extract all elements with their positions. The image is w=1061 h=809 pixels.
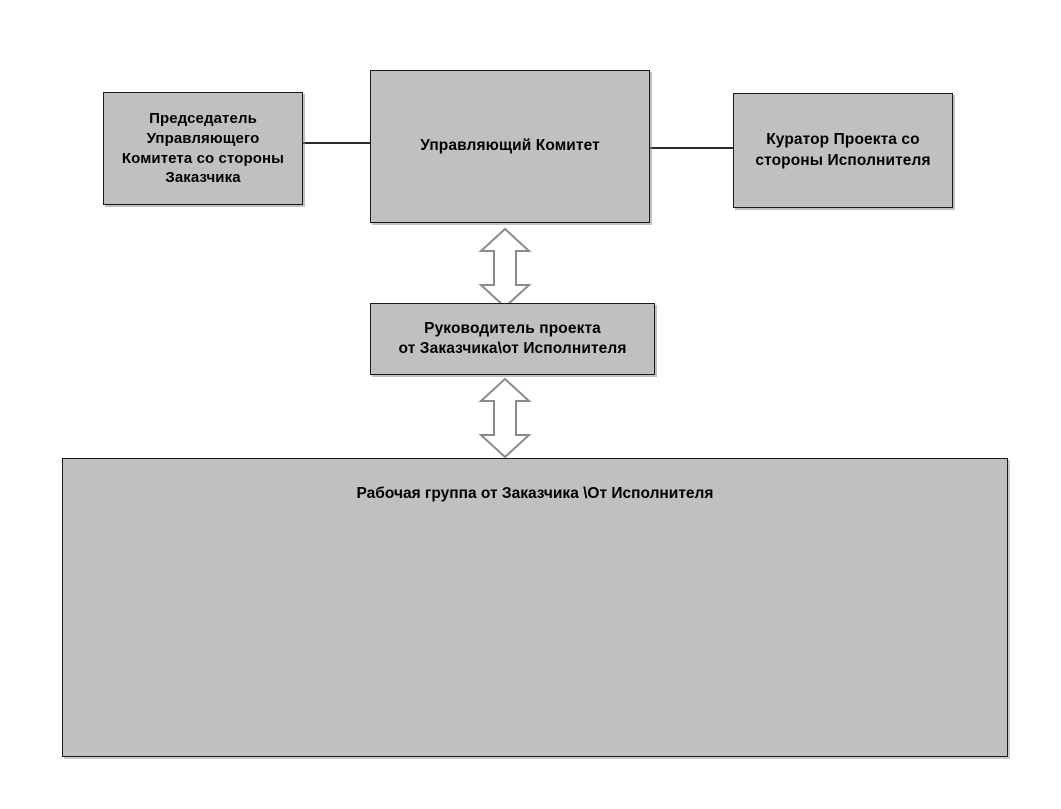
node-chairman-of-steering-committee[interactable]: Председатель Управляющего Комитета со ст… bbox=[103, 92, 303, 205]
node-steering-committee[interactable]: Управляющий Комитет bbox=[370, 70, 650, 223]
connector-steering-to-curator bbox=[650, 147, 733, 149]
node-project-manager[interactable]: Руководитель проекта от Заказчика\от Исп… bbox=[370, 303, 655, 375]
node-steering-committee-label: Управляющий Комитет bbox=[420, 137, 600, 155]
panel-working-group[interactable]: Рабочая группа от Заказчика \От Исполнит… bbox=[62, 458, 1008, 757]
connector-chairman-to-steering bbox=[303, 142, 370, 144]
panel-working-group-title: Рабочая группа от Заказчика \От Исполнит… bbox=[356, 485, 714, 502]
node-project-curator[interactable]: Куратор Проекта со стороны Исполнителя bbox=[733, 93, 953, 208]
double-arrow-icon-steering-to-manager bbox=[477, 226, 533, 310]
node-project-manager-label: Руководитель проекта от Заказчика\от Исп… bbox=[398, 319, 627, 357]
node-project-curator-label: Куратор Проекта со стороны Исполнителя bbox=[755, 131, 931, 169]
double-arrow-icon-manager-to-workgroup bbox=[477, 376, 533, 460]
node-chairman-label: Председатель Управляющего Комитета со ст… bbox=[121, 109, 285, 187]
